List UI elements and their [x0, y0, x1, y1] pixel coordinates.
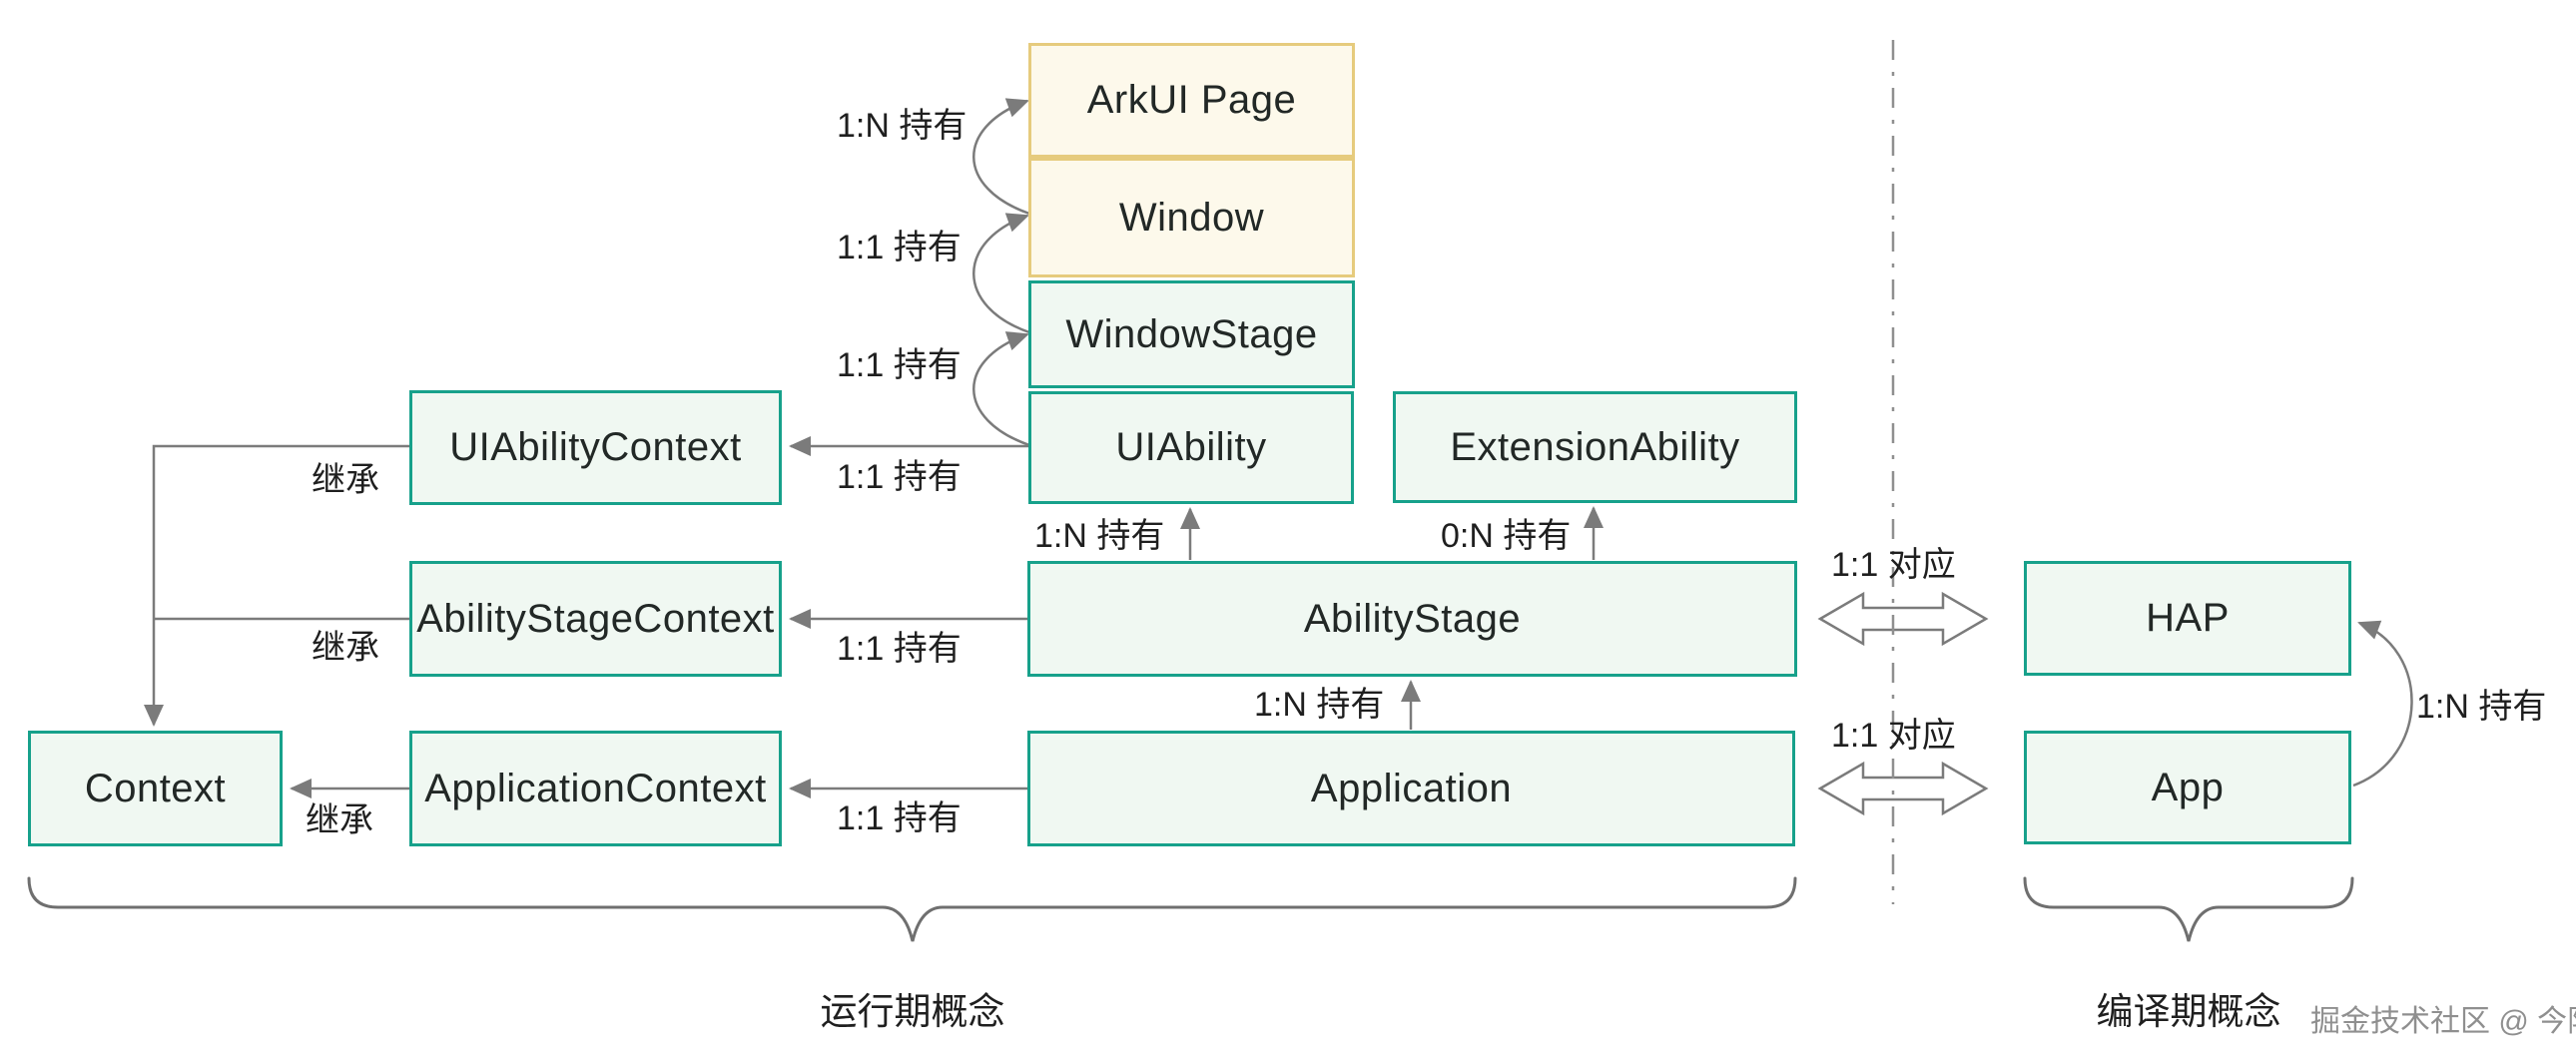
- box-window-label: Window: [1118, 195, 1265, 240]
- box-ability-stage-label: AbilityStage: [1303, 596, 1522, 641]
- box-window: Window: [1028, 158, 1355, 277]
- hold-arrows: [290, 436, 1028, 798]
- box-hap: HAP: [2024, 561, 2351, 676]
- label-application-holds-appcontext: 1:1 持有: [837, 799, 962, 837]
- box-arkui-page-label: ArkUI Page: [1086, 78, 1297, 122]
- label-uiability-holds-uiabilitycontext: 1:1 持有: [837, 458, 962, 496]
- box-context: Context: [28, 731, 283, 846]
- box-ui-ability-context: UIAbilityContext: [409, 390, 782, 505]
- double-arrow-application-app: [1817, 761, 1989, 816]
- inherit-lines: [144, 444, 409, 727]
- box-application-context-label: ApplicationContext: [424, 766, 767, 810]
- box-application-context: ApplicationContext: [409, 731, 782, 846]
- box-ui-ability-context-label: UIAbilityContext: [449, 425, 742, 469]
- stack-arcs: [972, 98, 1030, 447]
- watermark: 掘金技术社区 @ 今阳: [2310, 1005, 2576, 1038]
- label-inherit-applicationcontext: 继承: [306, 801, 373, 839]
- label-compile-time-concepts: 编译期概念: [2096, 991, 2281, 1032]
- box-app-label: App: [2151, 765, 2225, 809]
- mapping-double-arrows: [1817, 591, 1989, 816]
- line-uiabilitycontext-to-context: [144, 444, 409, 727]
- label-uiability-holds-windowstage: 1:1 持有: [837, 346, 962, 384]
- label-app-holds-hap: 1:N 持有: [2416, 688, 2547, 726]
- box-ui-ability-label: UIAbility: [1115, 425, 1267, 469]
- double-arrow-stage-hap: [1817, 591, 1989, 647]
- label-inherit-uiabilitycontext: 继承: [312, 461, 379, 499]
- runtime-brace: [27, 876, 1797, 942]
- box-hap-label: HAP: [2146, 596, 2230, 640]
- arc-window-to-arkuipage: [972, 98, 1030, 216]
- label-stage-hap-mapping: 1:1 对应: [1831, 546, 1956, 584]
- label-runtime-concepts: 运行期概念: [820, 991, 1005, 1032]
- label-inherit-abilitystagecontext: 继承: [312, 629, 379, 667]
- label-abilitystage-holds-extensionability: 0:N 持有: [1441, 517, 1572, 555]
- box-window-stage-label: WindowStage: [1065, 311, 1318, 356]
- bottom-braces: [27, 876, 2354, 942]
- compile-brace: [2023, 876, 2354, 942]
- box-ability-stage-context: AbilityStageContext: [409, 561, 782, 677]
- box-app: App: [2024, 731, 2351, 844]
- label-abilitystage-holds-uiability: 1:N 持有: [1034, 517, 1165, 555]
- box-application: Application: [1027, 731, 1795, 846]
- box-extension-ability: ExtensionAbility: [1393, 391, 1797, 503]
- box-window-stage: WindowStage: [1028, 280, 1355, 388]
- label-windowstage-holds-window: 1:1 持有: [837, 229, 962, 266]
- box-context-label: Context: [84, 766, 227, 810]
- box-ability-stage-context-label: AbilityStageContext: [416, 596, 775, 641]
- vertical-hold-arrows: [1180, 506, 1604, 730]
- arc-app-to-hap: [2352, 620, 2413, 788]
- box-extension-ability-label: ExtensionAbility: [1450, 424, 1740, 469]
- box-ui-ability: UIAbility: [1028, 391, 1354, 504]
- label-application-app-mapping: 1:1 对应: [1831, 717, 1956, 755]
- label-abilitystage-holds-stagecontext: 1:1 持有: [837, 630, 962, 668]
- arc-uiability-to-windowstage: [972, 331, 1030, 447]
- label-window-holds-page: 1:N 持有: [837, 107, 967, 145]
- box-arkui-page: ArkUI Page: [1028, 43, 1355, 158]
- arc-windowstage-to-window: [972, 213, 1030, 334]
- label-application-holds-abilitystage: 1:N 持有: [1254, 686, 1385, 724]
- box-application-label: Application: [1310, 766, 1513, 810]
- box-ability-stage: AbilityStage: [1027, 561, 1797, 677]
